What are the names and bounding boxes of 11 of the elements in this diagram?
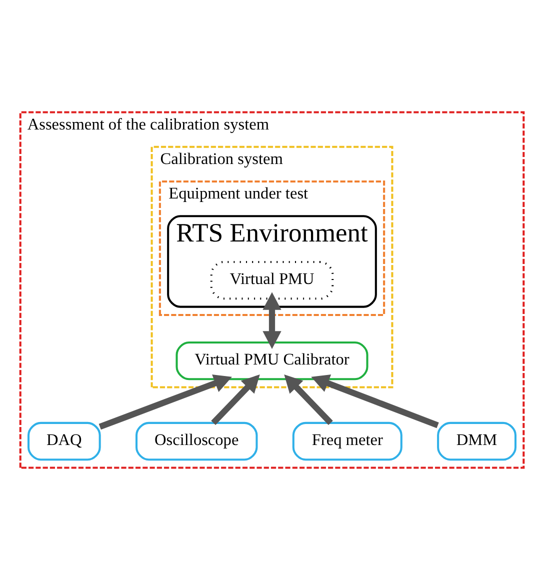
arrow bbox=[284, 374, 333, 424]
arrow bbox=[98, 374, 232, 430]
node-box: Oscilloscope bbox=[135, 421, 258, 460]
arrow bbox=[211, 374, 260, 424]
node-box: DAQ bbox=[28, 421, 101, 460]
arrow bbox=[311, 374, 439, 428]
arrow bbox=[262, 292, 282, 348]
node-box: Freq meter bbox=[292, 421, 402, 460]
node-box: Virtual PMU bbox=[210, 260, 334, 300]
node-box: Virtual PMU Calibrator bbox=[176, 340, 368, 380]
node-box: DMM bbox=[437, 421, 516, 460]
